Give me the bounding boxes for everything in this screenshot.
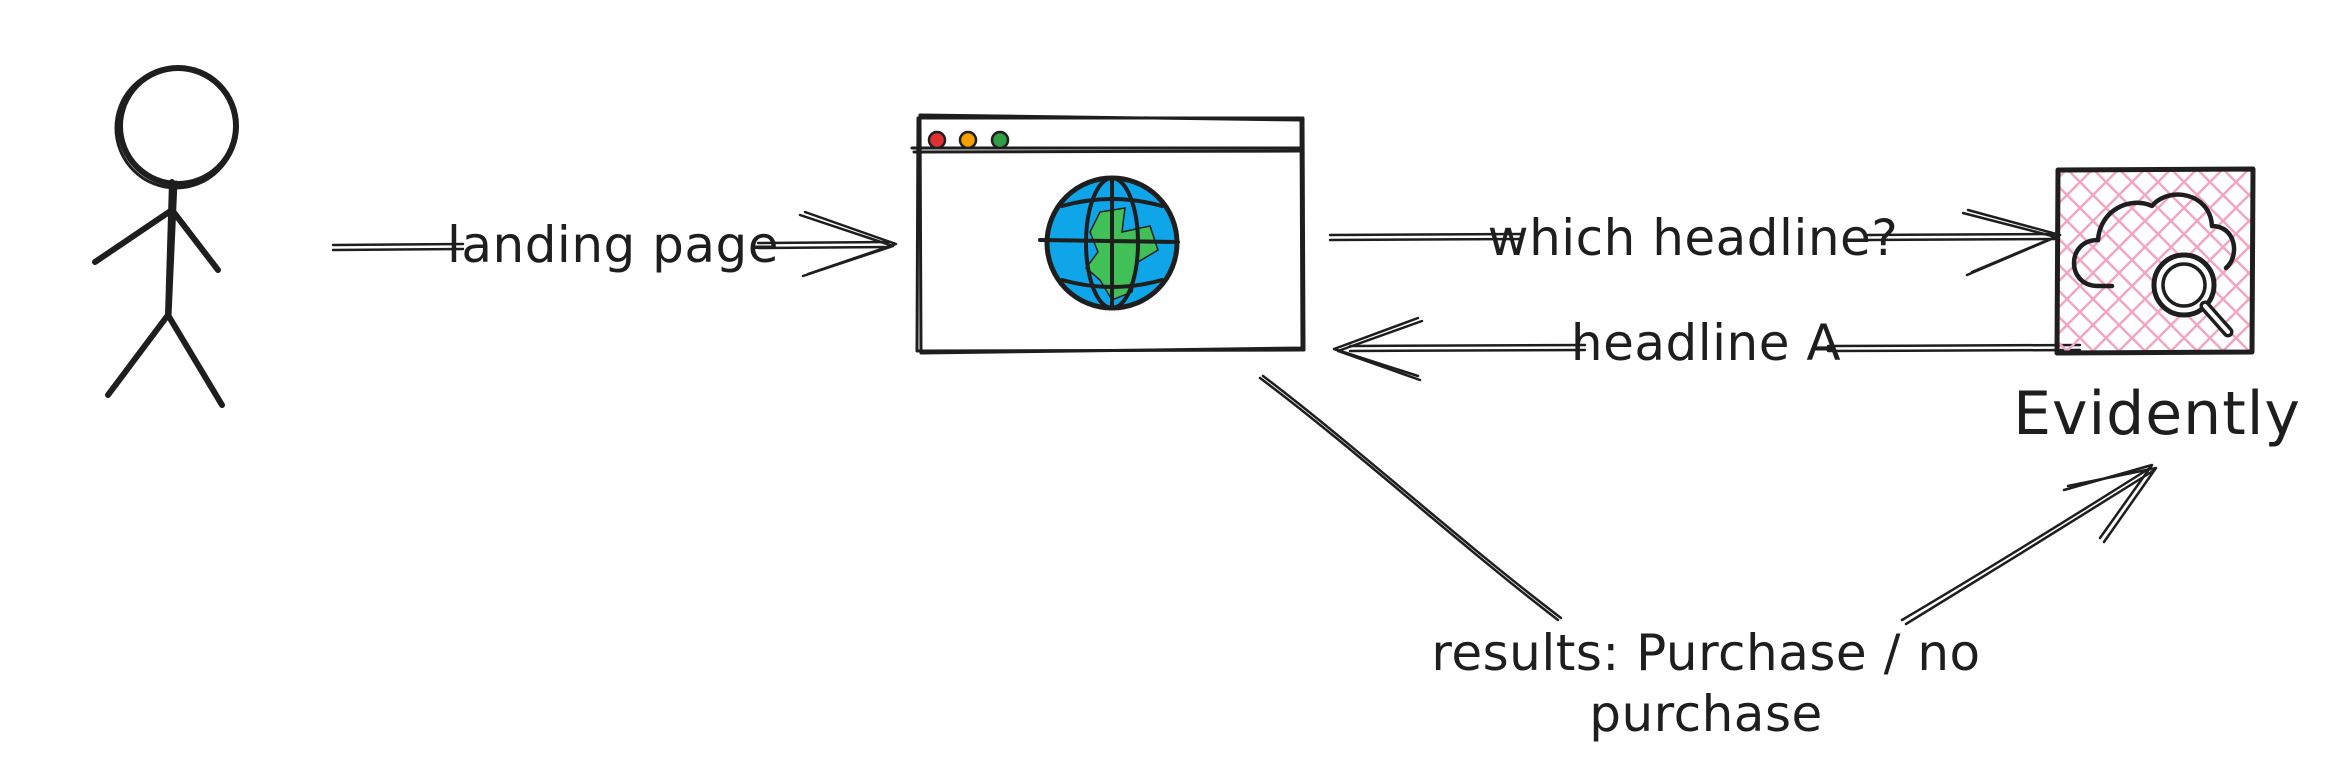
cloud-search-icon xyxy=(2071,192,2237,338)
window-dot-red xyxy=(927,130,947,150)
stick-figure-icon xyxy=(92,65,239,408)
globe-icon xyxy=(1038,175,1180,311)
label-headline-a: headline A xyxy=(1571,314,1841,372)
label-results-line1: results: Purchase / no xyxy=(1431,624,1980,682)
window-dot-yellow xyxy=(958,130,978,150)
label-landing-page: landing page xyxy=(447,216,779,274)
evidently-service: Evidently xyxy=(2013,166,2301,449)
arrow-results: results: Purchase / no purchase xyxy=(1258,374,2158,743)
browser-window-icon xyxy=(910,113,1306,355)
arrow-headline-a: headline A xyxy=(1332,314,2082,382)
arrow-which-headline: which headline? xyxy=(1328,208,2062,277)
label-which-headline: which headline? xyxy=(1488,209,1899,267)
label-results-line2: purchase xyxy=(1589,685,1823,743)
window-dot-green xyxy=(990,130,1010,150)
arrow-landing-page: landing page xyxy=(331,210,898,278)
service-name: Evidently xyxy=(2013,379,2301,449)
